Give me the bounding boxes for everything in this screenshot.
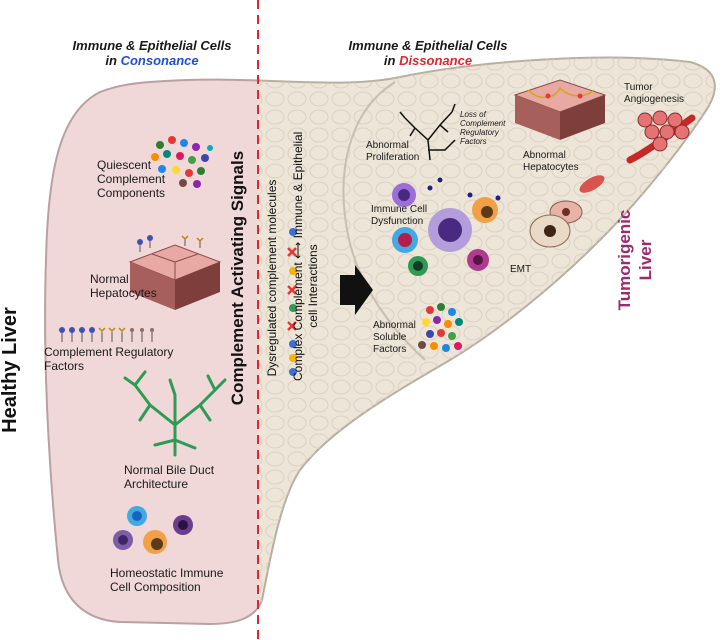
angiogenesis-line2: Angiogenesis	[624, 94, 685, 105]
dysregulated-molecules-label: Dysregulated complement molecules	[265, 179, 279, 377]
immune-line2: Cell Composition	[110, 580, 201, 594]
header-dissonance-prefix: in	[383, 53, 400, 68]
tumorigenic-liver-label: Tumorigenic Liver	[614, 204, 658, 316]
soluble-line3: Factors	[373, 344, 407, 355]
soluble-line2: Soluble	[373, 332, 407, 343]
header-consonance-prefix: in	[105, 53, 121, 68]
bile-duct-icon	[123, 370, 227, 457]
healthy-liver-label: Healthy Liver	[0, 307, 21, 433]
liver-shape	[44, 56, 716, 626]
complex-complement-text: Complex Complement	[291, 262, 305, 381]
abn-hepatocytes-line2: Hepatocytes	[523, 162, 579, 173]
tumorigenic-label-line1: Tumorigenic	[615, 209, 634, 311]
regulatory-line2: Factors	[44, 359, 85, 373]
loss-line1: Loss of	[460, 110, 486, 119]
bile-duct-line2: Architecture	[124, 477, 189, 491]
abnormal-proliferation-label: Abnormal Proliferation	[366, 140, 419, 164]
normal-hepatocytes-label: Normal Hepatocytes	[90, 272, 157, 300]
tumor-angiogenesis-icon	[626, 110, 696, 164]
proliferation-line2: Proliferation	[366, 152, 420, 163]
complement-signals-label: Complement Activating Signals	[228, 150, 247, 406]
immune-line1: Homeostatic Immune	[110, 566, 224, 580]
header-dissonance: Immune & Epithelial Cells in Dissonance	[318, 38, 538, 68]
abn-hepatocytes-line1: Abnormal	[523, 150, 566, 161]
progression-arrow-icon	[340, 265, 373, 315]
immune-epithelial-text: Immune & Epithelial	[291, 131, 305, 239]
abnormal-hepatocytes-icon	[513, 79, 607, 140]
immune-dysfunction-line1: Immune Cell	[371, 204, 428, 215]
dissonance-word: Dissonance	[399, 53, 473, 68]
quiescent-line3: Components	[97, 186, 166, 200]
bidirectional-arrow-icon: ⟷	[291, 241, 305, 259]
quiescent-complement-icon	[151, 136, 213, 188]
soluble-line1: Abnormal	[373, 320, 416, 331]
consonance-word: Consonance	[120, 53, 199, 68]
bile-duct-label: Normal Bile Duct Architecture	[124, 463, 214, 491]
emt-cells-icon	[529, 175, 605, 248]
tumorigenic-label-line2: Liver	[636, 239, 655, 281]
angiogenesis-line1: Tumor	[624, 82, 653, 93]
bile-duct-line1: Normal Bile Duct	[124, 463, 215, 477]
immune-dysfunction-icon	[392, 177, 501, 276]
proliferation-line1: Abnormal	[366, 140, 409, 151]
soluble-factors-icon	[418, 303, 463, 352]
dysregulated-molecules-icon	[287, 228, 297, 376]
abnormal-hepatocytes-label: Abnormal Hepatocytes	[523, 150, 579, 174]
emt-label: EMT	[510, 264, 532, 275]
homeostatic-immune-label: Homeostatic Immune Cell Composition	[110, 566, 223, 594]
header-dissonance-line2: in Dissonance	[318, 53, 538, 68]
normal-hepatocytes-icon	[128, 235, 222, 310]
immune-dysfunction-line2: Dysfunction	[371, 216, 424, 227]
immune-dysfunction-label: Immune Cell Dysfunction	[371, 204, 427, 228]
loss-line4: Factors	[460, 137, 487, 146]
regulatory-factors-label: Complement Regulatory Factors	[44, 345, 173, 373]
hepatocytes-line1: Normal	[90, 272, 129, 286]
abnormal-proliferation-icon	[399, 103, 456, 161]
soluble-factors-label: Abnormal Soluble Factors	[373, 320, 416, 356]
quiescent-line1: Quiescent	[97, 158, 152, 172]
regulatory-factors-icon	[59, 327, 154, 342]
regulatory-line1: Complement Regulatory	[44, 345, 174, 359]
header-consonance: Immune & Epithelial Cells in Consonance	[42, 38, 262, 68]
quiescent-line2: Complement	[97, 172, 166, 186]
header-consonance-line2: in Consonance	[42, 53, 262, 68]
quiescent-label: Quiescent Complement Components	[97, 158, 165, 200]
complex-line2: cell Interactions	[306, 244, 320, 328]
header-consonance-line1: Immune & Epithelial Cells	[72, 38, 232, 53]
loss-line3: Regulatory	[460, 128, 499, 137]
header-dissonance-line1: Immune & Epithelial Cells	[348, 38, 508, 53]
loss-regulatory-label: Loss of Complement Regulatory Factors	[460, 110, 505, 146]
complex-line1: Complex Complement ⟷ Immune & Epithelial	[291, 132, 306, 381]
loss-line2: Complement	[460, 119, 506, 128]
homeostatic-immune-cells-icon	[113, 506, 193, 554]
angiogenesis-label: Tumor Angiogenesis	[624, 82, 684, 106]
complex-complement-label: Complex Complement ⟷ Immune & Epithelial…	[291, 132, 323, 381]
hepatocytes-line2: Hepatocytes	[90, 286, 157, 300]
